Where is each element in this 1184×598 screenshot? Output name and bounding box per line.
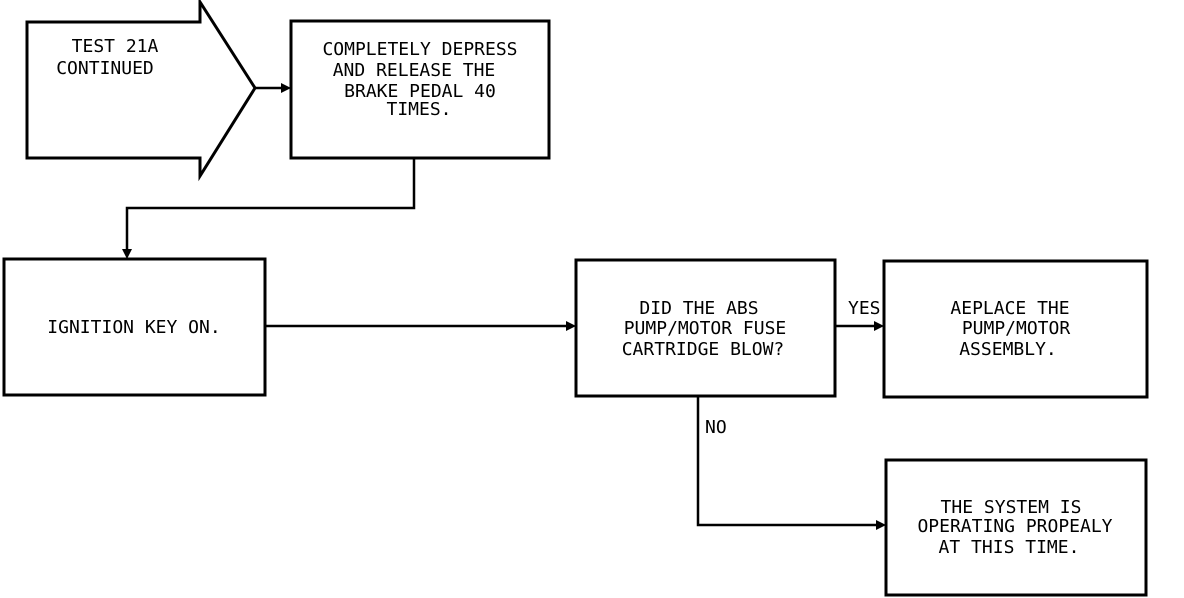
result-ok-box [884, 458, 1148, 597]
connector-no [696, 396, 879, 527]
arrowhead-decision [566, 321, 576, 331]
result-ok-line-3: AT THIS TIME. [939, 537, 1080, 558]
no-label: NO [705, 417, 727, 438]
result-replace-box [882, 259, 1149, 399]
start-arrow-shape [25, 0, 257, 182]
step-depress-line-2: AND RELEASE THE [333, 60, 496, 81]
arrowhead-yes [874, 321, 884, 331]
result-replace-line-2: PUMP/MOTOR [962, 318, 1071, 339]
step-ignition-box [2, 257, 267, 397]
start-arrow-line-1: TEST 21A [72, 36, 159, 57]
decision-fuse-line-1: DID THE ABS [639, 298, 758, 319]
decision-fuse-box [574, 258, 837, 398]
result-ok-line-1: THE SYSTEM IS [941, 497, 1082, 518]
result-replace-line-3: ASSEMBLY. [959, 339, 1057, 360]
yes-label: YES [848, 298, 881, 319]
step-depress-box [289, 19, 551, 160]
result-replace-line-1: AEPLACE THE [950, 298, 1069, 319]
start-arrow-line-2: CONTINUED [56, 58, 154, 79]
arrowhead-depress [281, 83, 291, 93]
arrowhead-no [876, 520, 886, 530]
connector-depress-to-ignition [125, 158, 416, 252]
step-depress-line-4: TIMES. [386, 99, 451, 120]
step-depress-line-1: COMPLETELY DEPRESS [322, 39, 517, 60]
step-depress-line-3: BRAKE PEDAL 40 [344, 81, 496, 102]
decision-fuse-line-2: PUMP/MOTOR FUSE [624, 318, 787, 339]
step-ignition-line-1: IGNITION KEY ON. [47, 317, 220, 338]
result-ok-line-2: OPERATING PROPEALY [917, 516, 1112, 537]
arrowhead-ignition [122, 249, 132, 259]
decision-fuse-line-3: CARTRIDGE BLOW? [622, 339, 785, 360]
